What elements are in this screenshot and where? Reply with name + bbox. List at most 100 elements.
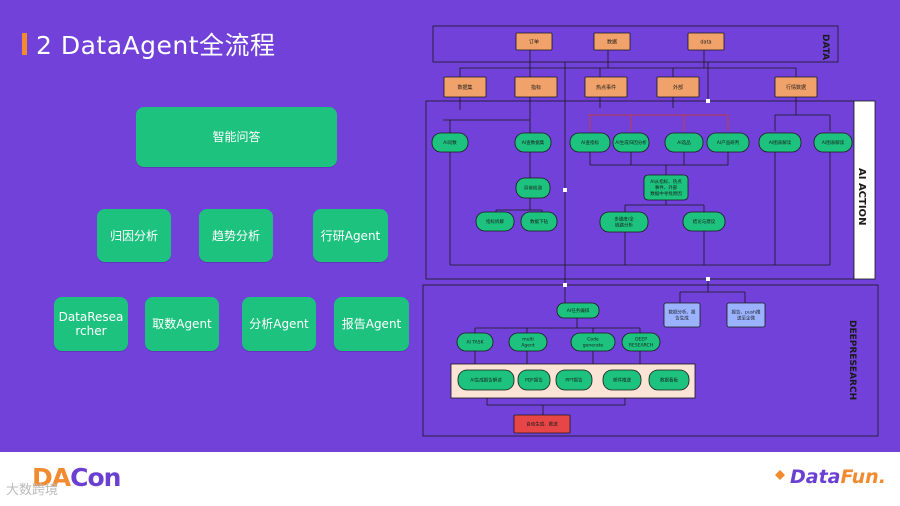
orange-node: 数据集	[443, 76, 487, 98]
data-source-node: data	[687, 32, 725, 51]
output-node-label: AI生成报告解读	[470, 377, 502, 384]
orange-node: 指标	[514, 76, 558, 98]
data-source-node-label: 订单	[529, 38, 539, 45]
fetch-agent-box: 取数Agent	[145, 297, 219, 351]
side-box-node-label: 报告、push推	[732, 309, 761, 316]
research-agent-box: 行研Agent	[313, 209, 388, 262]
orange-node: 外部	[656, 76, 700, 98]
deep-root-node: AI任务编排	[556, 302, 600, 319]
junction-dot	[563, 188, 567, 192]
orange-node-label: 指标	[531, 84, 541, 91]
attribution-box: 归因分析	[97, 209, 171, 262]
ai-node: AI选品	[664, 132, 704, 153]
data-source-node: 数据	[593, 32, 631, 51]
ai-node-label: AI生成归因分析	[615, 139, 647, 146]
ai-node: AI图表解读	[813, 132, 853, 153]
ai-lower-node-label: 数据下钻	[530, 218, 548, 225]
output-node-label: 邮件推送	[613, 377, 631, 384]
deep-task-node-label: DEEP	[635, 337, 647, 343]
analysis-agent-box: 分析Agent	[242, 297, 316, 351]
final-node: 自动生成、推送	[513, 414, 571, 434]
ai-node: AI产品研判	[706, 132, 750, 153]
ai-lower-node: 异常检测	[515, 177, 551, 199]
output-node: 数据看板	[648, 369, 690, 391]
ai-node: AI问数	[431, 132, 469, 153]
datafun-logo: DataFun.	[790, 466, 886, 488]
mid-reason-node-label: 事件、外部	[655, 184, 678, 191]
output-node: AI生成报告解读	[457, 369, 515, 391]
orange-node: 行情数据	[774, 76, 818, 98]
ai-node: AI查指标	[569, 132, 611, 153]
junction-dot	[706, 99, 710, 103]
data-section-label: DATA	[820, 34, 830, 60]
ai-node-label: AI图表解读	[769, 139, 792, 146]
deep-task-node-label: multi	[522, 337, 534, 343]
ai-node-label: AI问数	[443, 139, 457, 146]
junction-dot	[706, 277, 710, 281]
ai-lower-node: 结论与建议	[682, 211, 726, 232]
page-title: 2 DataAgent全流程	[36, 31, 276, 60]
data-researcher-box: DataResearcher	[54, 297, 128, 351]
ai-lower-node: 数据下钻	[520, 211, 558, 232]
ai-node: AI生成归因分析	[612, 132, 650, 153]
ai-action-section-label: AI ACTION	[856, 168, 867, 225]
deep-task-node-label: generate	[583, 343, 604, 349]
deep-task-node-label: AI TASK	[466, 340, 484, 346]
dacon-logo: DACon	[32, 463, 121, 492]
report-agent-box: 报告Agent	[334, 297, 409, 351]
ai-node-label: AI选品	[677, 139, 691, 146]
ai-node: AI查数据集	[514, 132, 552, 153]
deep-root-node-label: AI任务编排	[567, 307, 590, 314]
data-section-frame	[432, 25, 839, 63]
output-node: 邮件推送	[602, 369, 642, 391]
data-source-node-label: data	[700, 39, 711, 45]
data-source-node-label: 数据	[607, 38, 617, 45]
trend-box: 趋势分析	[199, 209, 273, 262]
ai-node-label: AI图表解读	[822, 139, 845, 146]
deep-task-node: DEEPRESEARCH	[621, 332, 661, 352]
side-box-node-label: 送至企微	[737, 315, 755, 322]
datafun-mark-icon	[775, 470, 785, 480]
ai-lower-node-label: 异常检测	[524, 185, 542, 192]
orange-node-label: 行情数据	[786, 84, 806, 91]
output-node-label: PPT报告	[565, 377, 583, 384]
deep-task-node: AI TASK	[456, 332, 494, 352]
ai-lower-node: 指标拆解	[475, 211, 515, 232]
ai-lower-node-label: 链路分析	[615, 222, 633, 229]
deepresearch-section-label: DEEPRESEARCH	[847, 320, 857, 400]
output-node-label: PDF报告	[525, 377, 543, 384]
output-node-label: 数据看板	[660, 377, 678, 384]
junction-dot	[563, 283, 567, 287]
deep-task-node-label: Code	[587, 337, 599, 343]
title-accent-bar	[22, 33, 27, 55]
side-box-node-label: 数据分析、报	[669, 309, 696, 316]
qa-box: 智能问答	[136, 107, 337, 167]
orange-node-label: 数据集	[457, 84, 472, 91]
output-node: PDF报告	[517, 369, 551, 391]
dacon-logo-subtitle: 大数跨境	[6, 483, 59, 498]
ai-action-section-frame	[425, 100, 855, 280]
ai-lower-node-label: 结论与建议	[693, 218, 716, 225]
orange-node-label: 热点事件	[596, 84, 616, 91]
ai-action-label-band	[853, 100, 876, 280]
ai-lower-node-label: 多维度/全	[614, 216, 634, 223]
ai-node: AI图表解读	[758, 132, 802, 153]
ai-node-label: AI查指标	[581, 139, 599, 146]
data-source-node: 订单	[515, 32, 553, 51]
final-node-label: 自动生成、推送	[526, 421, 558, 428]
ai-node-label: AI查数据集	[522, 139, 545, 146]
mid-reason-node-label: 数据中寻找原因	[650, 190, 682, 197]
footer	[0, 452, 900, 506]
slide: 2 DataAgent全流程 智能问答 归因分析 趋势分析 行研Agent Da…	[0, 0, 900, 452]
orange-node-label: 外部	[673, 84, 683, 91]
mid-reason-node-label: AI从指标、热点	[650, 178, 682, 185]
output-node: PPT报告	[555, 369, 593, 391]
ai-node-label: AI产品研判	[717, 139, 740, 146]
